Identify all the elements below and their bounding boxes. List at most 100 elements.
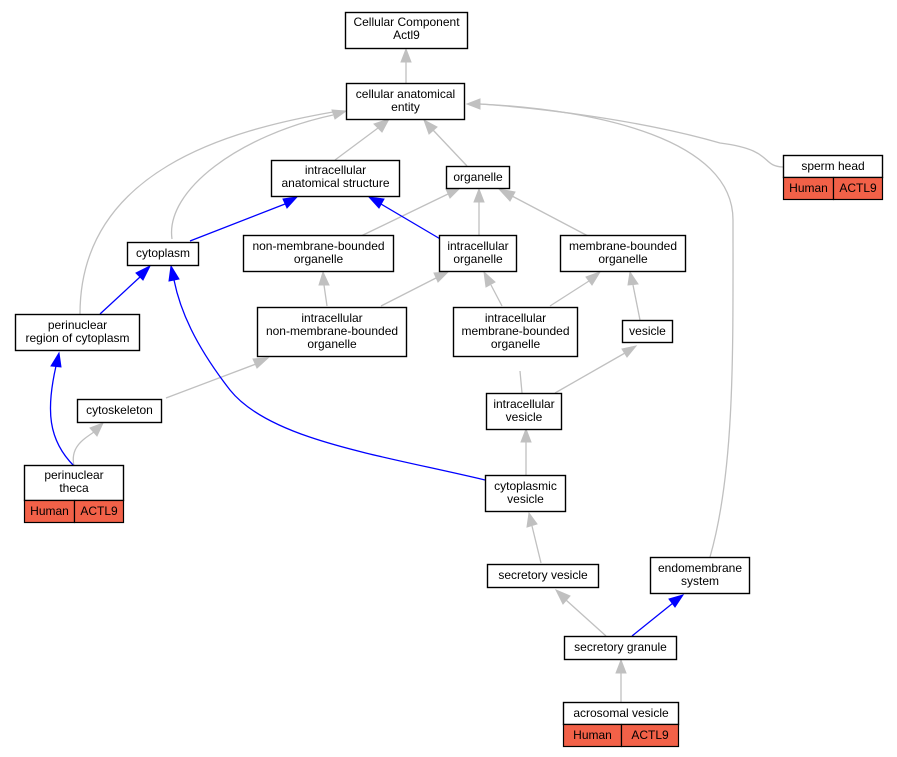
acrosomal-vesicle-species-label: Human: [573, 728, 612, 742]
edge-imbo-to-io: [490, 284, 503, 307]
node-cytoplasmic-vesicle-line2: vesicle: [507, 492, 544, 506]
node-root-box: [344, 11, 469, 50]
edge-sperm-head-to-cae: [479, 103, 784, 168]
node-secretory-vesicle-line1: secretory vesicle: [498, 568, 588, 582]
sperm-head-gene-badge: [832, 176, 884, 201]
node-intracellular-non-membrane-bounded-organelle-line2: non-membrane-bounded: [266, 324, 398, 338]
edge-perinuclear-region-to-cytoplasm-arrowhead: [135, 264, 152, 281]
node-cytoplasmic-vesicle[interactable]: cytoplasmic vesicle: [484, 474, 567, 513]
node-intracellular-vesicle-box: [485, 392, 563, 431]
node-cellular-anatomical-entity[interactable]: cellular anatomical entity: [345, 82, 466, 121]
edge-cytoplasm-to-cae: [170, 114, 334, 240]
node-intracellular-non-membrane-bounded-organelle-line3: organelle: [307, 337, 357, 351]
edge-mbo-to-organelle-arrowhead: [497, 188, 516, 202]
node-intracellular-organelle-line2: organelle: [453, 252, 503, 266]
edge-vesicle-to-mbo: [632, 284, 641, 321]
node-intracellular-anatomical-structure[interactable]: intracellular anatomical structure: [270, 159, 401, 198]
edge-organelle-to-cae-arrowhead: [423, 118, 438, 135]
node-organelle-line1: organelle: [453, 170, 503, 184]
edge-cv-to-cytoplasm-arrowhead: [168, 264, 180, 282]
node-cellular-anatomical-entity-line1: cellular anatomical: [356, 87, 455, 101]
node-perinuclear-theca-line1: perinuclear: [44, 468, 103, 482]
node-intracellular-anatomical-structure-line1: intracellular: [305, 163, 366, 177]
edge-cv-to-iv-arrowhead: [520, 427, 532, 443]
edge-ias-to-cae: [334, 127, 379, 161]
node-acrosomal-vesicle[interactable]: acrosomal vesicle Human ACTL9: [562, 701, 680, 748]
node-secretory-granule-box: [563, 635, 678, 661]
edge-io-to-organelle-arrowhead: [473, 187, 485, 203]
node-intracellular-non-membrane-bounded-organelle-box: [256, 306, 408, 358]
node-cytoskeleton[interactable]: cytoskeleton: [76, 398, 163, 424]
edge-inmbo-to-io: [380, 277, 437, 307]
edge-ias-to-cae-arrowhead: [373, 118, 391, 133]
node-non-membrane-bounded-organelle-box: [242, 234, 395, 273]
edge-cv-to-cytoplasm: [173, 279, 486, 481]
node-endomembrane-system-box: [649, 556, 751, 595]
node-membrane-bounded-organelle-line2: organelle: [598, 252, 648, 266]
edge-perinuclear-region-to-cae: [79, 111, 334, 315]
node-intracellular-non-membrane-bounded-organelle[interactable]: intracellular non-membrane-bounded organ…: [256, 306, 408, 358]
node-intracellular-organelle-line1: intracellular: [447, 239, 508, 253]
node-secretory-granule[interactable]: secretory granule: [563, 635, 678, 661]
node-endomembrane-system[interactable]: endomembrane system: [649, 556, 751, 595]
node-intracellular-organelle[interactable]: intracellular organelle: [438, 234, 518, 273]
node-perinuclear-region-of-cytoplasm-box: [14, 313, 141, 352]
node-membrane-bounded-organelle-line1: membrane-bounded: [569, 239, 677, 253]
edge-io-to-ias: [380, 203, 443, 241]
node-intracellular-anatomical-structure-line2: anatomical structure: [281, 176, 389, 190]
node-perinuclear-region-of-cytoplasm-line1: perinuclear: [48, 318, 107, 332]
edge-cytoplasm-to-cae-arrowhead: [331, 109, 348, 120]
node-intracellular-membrane-bounded-organelle[interactable]: intracellular membrane-bounded organelle: [452, 306, 579, 358]
node-intracellular-vesicle[interactable]: intracellular vesicle: [485, 392, 563, 431]
node-root[interactable]: Cellular Component Actl9: [344, 11, 469, 50]
edge-pt-to-perinuclear-region: [49, 365, 75, 467]
node-intracellular-organelle-box: [438, 234, 518, 273]
sperm-head-gene-label: ACTL9: [839, 181, 877, 195]
edge-sv-to-cv: [531, 525, 542, 564]
node-acrosomal-vesicle-line1: acrosomal vesicle: [573, 706, 669, 720]
edge-inmbo-to-nmbo: [323, 284, 328, 307]
node-secretory-vesicle[interactable]: secretory vesicle: [486, 563, 600, 589]
node-cellular-anatomical-entity-box: [345, 82, 466, 121]
node-perinuclear-theca-box: [23, 464, 125, 502]
perinuclear-theca-gene-badge: [73, 499, 125, 524]
edge-sperm-head-to-cae-arrowhead: [465, 98, 481, 110]
node-perinuclear-theca[interactable]: perinuclear theca Human ACTL9: [23, 464, 125, 524]
node-membrane-bounded-organelle[interactable]: membrane-bounded organelle: [559, 234, 687, 273]
edge-imbo-to-io-arrowhead: [483, 270, 496, 288]
node-perinuclear-region-of-cytoplasm[interactable]: perinuclear region of cytoplasm: [14, 313, 141, 352]
edge-cytoplasm-to-ias-arrowhead: [282, 196, 299, 209]
node-vesicle[interactable]: vesicle: [621, 319, 674, 344]
edge-imbo-to-mbo: [549, 280, 590, 307]
node-sperm-head[interactable]: sperm head Human ACTL9: [782, 154, 884, 201]
edge-pt-to-cytoskeleton-arrowhead: [89, 422, 104, 437]
edge-sg-to-endomembrane: [631, 602, 674, 637]
edge-iv-to-imbo: [519, 370, 523, 394]
edge-pt-to-cytoskeleton: [72, 431, 95, 467]
node-cytoplasm-box: [126, 241, 200, 267]
edge-av-to-sg-arrowhead: [615, 658, 627, 674]
edge-organelle-to-cae: [432, 129, 468, 167]
edge-imbo-to-mbo-arrowhead: [585, 271, 602, 286]
node-root-line1: Cellular Component: [353, 15, 460, 29]
node-non-membrane-bounded-organelle[interactable]: non-membrane-bounded organelle: [242, 234, 395, 273]
node-endomembrane-system-line2: system: [681, 574, 719, 588]
edge-inmbo-to-io-arrowhead: [433, 271, 450, 283]
node-sperm-head-line1: sperm head: [801, 159, 864, 173]
node-non-membrane-bounded-organelle-line2: organelle: [294, 252, 344, 266]
node-organelle[interactable]: organelle: [445, 165, 511, 190]
edge-cae-to-root-arrowhead: [400, 47, 412, 63]
node-cytoplasm[interactable]: cytoplasm: [126, 241, 200, 267]
edge-cytoskeleton-to-inmbo: [165, 363, 257, 399]
node-endomembrane-system-line1: endomembrane: [658, 561, 742, 575]
node-intracellular-non-membrane-bounded-organelle-line1: intracellular: [301, 311, 362, 325]
node-secretory-granule-line1: secretory granule: [574, 640, 667, 654]
node-non-membrane-bounded-organelle-line1: non-membrane-bounded: [252, 239, 384, 253]
node-intracellular-anatomical-structure-box: [270, 159, 401, 198]
node-perinuclear-region-of-cytoplasm-line2: region of cytoplasm: [25, 331, 129, 345]
edge-io-to-ias-arrowhead: [367, 196, 385, 209]
edge-endomembrane-to-cae: [479, 103, 734, 558]
perinuclear-theca-gene-label: ACTL9: [80, 504, 118, 518]
edge-vesicle-to-mbo-arrowhead: [627, 270, 639, 286]
acrosomal-vesicle-gene-label: ACTL9: [631, 728, 669, 742]
